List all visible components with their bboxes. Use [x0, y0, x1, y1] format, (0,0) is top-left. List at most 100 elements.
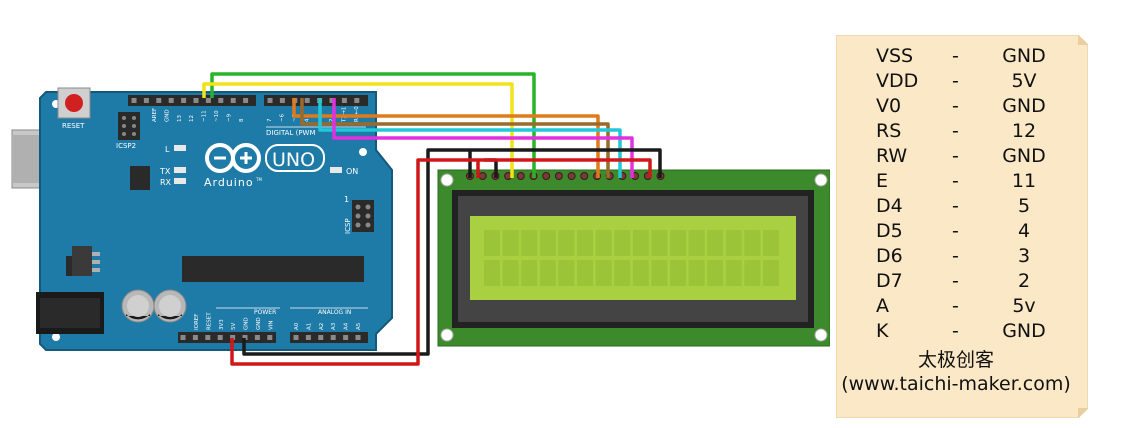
lcd-char-cell	[688, 230, 705, 256]
pin-mapping-row: D6-3	[836, 245, 1076, 270]
led-tx	[174, 167, 186, 173]
pin-mapping-row: VDD - 5V	[836, 70, 1076, 95]
top-pin-label: 4	[304, 118, 310, 122]
lcd-char-cell	[614, 230, 631, 256]
wire-green-pin11-e	[210, 72, 536, 178]
lcd-pin-name: D7	[876, 270, 903, 292]
lcd-char-cell	[688, 260, 705, 286]
mapping-dash: -	[952, 45, 959, 67]
lcd-header-pin	[554, 172, 563, 180]
arduino-logo-icon	[205, 143, 261, 173]
lcd-char-cell	[558, 230, 575, 256]
icsp-one-label: 1	[344, 195, 349, 204]
lcd-char-cell	[763, 230, 779, 256]
arduino-pin-name: GND	[1002, 45, 1046, 67]
led-l-label: L	[165, 145, 170, 154]
analog-pin-label: A0	[294, 322, 300, 330]
arduino-pin-name: 5V	[1011, 70, 1037, 92]
top-pin-label: GND	[164, 109, 170, 122]
reset-button[interactable]	[57, 87, 91, 119]
mapping-dash: -	[952, 70, 959, 92]
analog-pin-label: A3	[331, 322, 337, 330]
arduino-pin-name: 5v	[1012, 295, 1036, 317]
pin-mapping-row: A - 5v	[836, 295, 1076, 320]
lcd-1602-module	[437, 169, 830, 347]
pin-mapping-row: D5-4	[836, 220, 1076, 245]
mapping-dash: -	[952, 95, 959, 117]
lcd-char-cell	[632, 230, 649, 256]
lcd-pin-name: A	[876, 295, 889, 317]
lcd-char-cell	[484, 260, 500, 286]
lcd-char-cell	[577, 230, 593, 256]
arduino-pin-name: GND	[1002, 145, 1046, 167]
icsp-header	[352, 200, 374, 232]
lcd-char-cell	[725, 260, 742, 286]
wire-black-gnd	[242, 148, 662, 356]
wires	[202, 72, 662, 366]
lcd-pin-name: E	[876, 170, 889, 192]
lcd-header-pin	[580, 172, 589, 180]
power-pin-label: 5V	[231, 323, 237, 330]
lcd-char-cell	[595, 260, 612, 286]
mapping-dash: -	[952, 170, 959, 192]
lcd-char-cell	[707, 260, 724, 286]
lcd-char-cell	[614, 260, 631, 286]
lcd-char-cell	[539, 230, 556, 256]
lcd-pin-name: VSS	[876, 45, 914, 67]
analog-pin-label: A5	[356, 322, 362, 330]
wire-orange-pin5-d4	[292, 98, 600, 178]
wire-red-5v	[230, 158, 652, 366]
power-label: POWER	[254, 309, 276, 316]
lcd-char-cell	[744, 260, 761, 286]
arduino-brand: Arduino	[204, 176, 254, 189]
mapping-dash: -	[952, 145, 959, 167]
led-on-label: ON	[346, 167, 358, 176]
power-pin-label: RESET	[206, 312, 212, 330]
brand-cn: 太极创客	[917, 349, 994, 371]
lcd-char-cell	[558, 260, 575, 286]
top-pin-label: 8	[239, 118, 245, 122]
lcd-pin-name: D6	[876, 245, 903, 267]
note-paper	[836, 35, 1088, 418]
led-on	[330, 167, 342, 173]
power-pin-label: 3V3	[219, 319, 225, 330]
lcd-char-cell	[725, 230, 742, 256]
lcd-pin-name: VDD	[876, 70, 919, 92]
top-pin-label: ~6	[280, 113, 286, 122]
lcd-char-cell	[539, 260, 556, 286]
top-pin-label: ~10	[214, 110, 220, 122]
capacitor-2	[153, 289, 187, 323]
power-pin-label: IOREF	[194, 314, 200, 330]
lcd-pin-name: V0	[876, 95, 902, 117]
icsp2-label: ICSP2	[116, 142, 136, 150]
analog-pin-label: A1	[306, 323, 312, 330]
power-pin-label: GND	[256, 317, 262, 330]
wire-cyan-pin3-d6	[318, 98, 622, 178]
arduino-pin-name: 5	[1017, 195, 1031, 217]
digital-label: DIGITAL (PWM	[266, 129, 316, 137]
mapping-dash: -	[952, 320, 959, 342]
lcd-pin-name: K	[876, 320, 889, 342]
wire-magenta-pin2-d7	[332, 98, 634, 178]
pin-mapping-row: RS-12	[836, 120, 1076, 145]
lcd-char-cell	[577, 260, 593, 286]
lcd-char-cell	[521, 260, 538, 286]
pin-mapping-row: D4-5	[836, 195, 1076, 220]
arduino-pin-name: 12	[1011, 120, 1037, 142]
analog-header	[290, 332, 368, 343]
lcd-char-cell	[707, 230, 724, 256]
mapping-dash: -	[952, 295, 959, 317]
mapping-dash: -	[952, 195, 959, 217]
atmega-chip	[182, 256, 364, 282]
lcd-char-cell	[484, 230, 500, 256]
lcd-pin-name: RW	[876, 145, 908, 167]
arduino-pin-name: 4	[1017, 220, 1031, 242]
top-pin-label: 12	[189, 115, 195, 122]
lcd-char-cell	[632, 260, 649, 286]
lcd-char-cell	[670, 260, 686, 286]
mapping-dash: -	[952, 270, 959, 292]
led-tx-label: TX	[159, 167, 171, 176]
lcd-char-cell	[763, 260, 779, 286]
usb-chip	[130, 166, 150, 190]
